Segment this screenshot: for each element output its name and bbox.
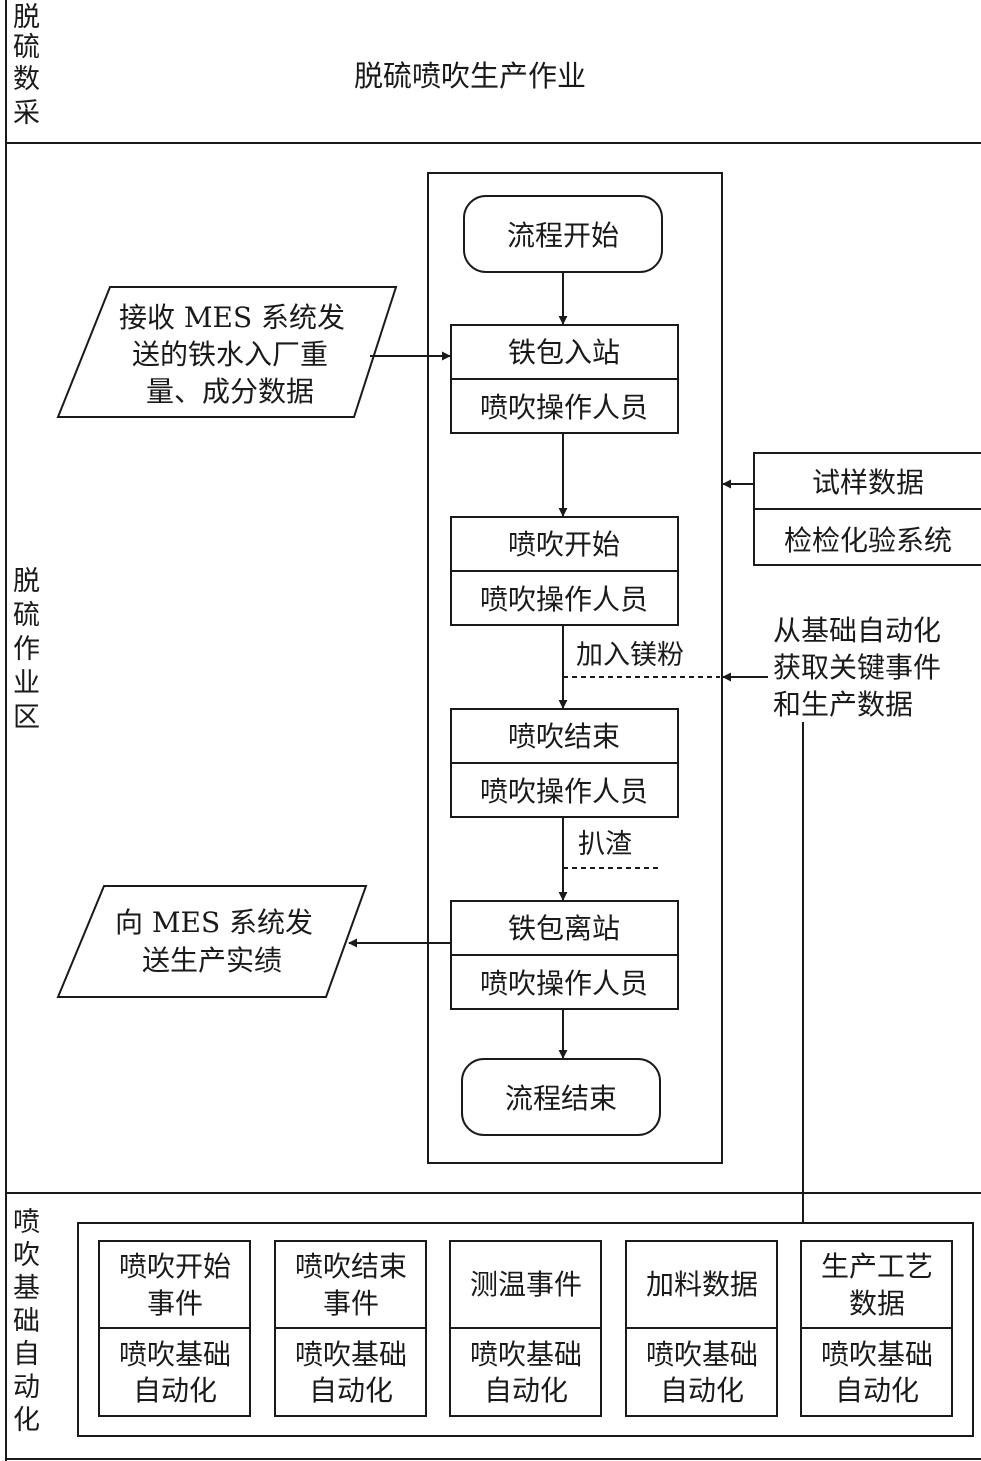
sample-data-box: 试样数据 检检化验系统 — [753, 452, 981, 566]
automation-item-source: 自动化 — [309, 1374, 393, 1407]
automation-item-title: 事件 — [147, 1287, 203, 1320]
lane-label-char: 采 — [13, 98, 40, 129]
lane-label-top: 脱 硫 数 采 — [13, 2, 40, 129]
lane-label-char: 础 — [13, 1306, 40, 1337]
mes-send-line: 向 MES 系统发 — [115, 906, 313, 939]
automation-item-source: 喷吹基础 — [646, 1338, 758, 1371]
lane-label-bottom: 喷 吹 基 础 自 动 化 — [13, 1207, 40, 1436]
lane-label-char: 数 — [13, 64, 40, 95]
lane-title: 脱硫喷吹生产作业 — [354, 59, 586, 93]
lane-label-char: 基 — [13, 1273, 40, 1304]
step-title: 喷吹开始 — [508, 528, 620, 561]
start-label: 流程开始 — [507, 219, 619, 252]
step-box-injection-start: 喷吹开始 喷吹操作人员 — [450, 516, 679, 626]
automation-item-source: 自动化 — [133, 1374, 217, 1407]
step-box-departure: 铁包离站 喷吹操作人员 — [450, 900, 679, 1010]
lane-label-char: 吹 — [13, 1240, 40, 1271]
sample-source: 检检化验系统 — [784, 524, 952, 557]
lane-label-char: 动 — [13, 1372, 40, 1403]
automation-item-temperature: 测温事件 喷吹基础 自动化 — [449, 1240, 602, 1417]
step-actor: 喷吹操作人员 — [480, 391, 648, 424]
mes-send-text: 向 MES 系统发 送生产实绩 — [115, 906, 313, 977]
mes-receive-text: 接收 MES 系统发 送的铁水入厂重 量、成分数据 — [119, 301, 345, 408]
automation-item-title: 喷吹结束 — [295, 1250, 407, 1283]
lane-label-char: 脱 — [13, 2, 40, 33]
mes-receive-data-shape — [56, 286, 398, 418]
automation-item-title: 测温事件 — [470, 1268, 582, 1301]
end-terminator — [461, 1058, 661, 1136]
lane-label-middle: 脱 硫 作 业 区 — [13, 566, 40, 733]
automation-container — [77, 1222, 974, 1437]
automation-item-source: 喷吹基础 — [295, 1338, 407, 1371]
lane-label-char: 作 — [13, 634, 40, 665]
note-add-magnesium: 加入镁粉 — [576, 640, 684, 671]
step-box-arrival: 铁包入站 喷吹操作人员 — [450, 324, 679, 434]
lane-label-char: 业 — [13, 668, 40, 699]
automation-item-source: 喷吹基础 — [821, 1338, 933, 1371]
mes-send-line: 送生产实绩 — [142, 944, 282, 977]
lane-label-char: 喷 — [13, 1207, 40, 1238]
automation-item-title: 生产工艺 — [821, 1250, 933, 1283]
automation-item-source: 自动化 — [660, 1374, 744, 1407]
sample-title: 试样数据 — [812, 466, 924, 499]
end-label: 流程结束 — [505, 1082, 617, 1115]
process-container — [427, 172, 723, 1164]
automation-item-source: 喷吹基础 — [470, 1338, 582, 1371]
automation-item-source: 喷吹基础 — [119, 1338, 231, 1371]
automation-item-title: 喷吹开始 — [119, 1250, 231, 1283]
mes-receive-line: 接收 MES 系统发 — [119, 301, 345, 334]
lane-label-char: 自 — [13, 1339, 40, 1370]
note-slag-removal: 扒渣 — [578, 829, 632, 860]
automation-fetch-line: 获取关键事件 — [773, 651, 941, 684]
automation-item-injection-end: 喷吹结束 事件 喷吹基础 自动化 — [274, 1240, 427, 1417]
automation-item-source: 自动化 — [835, 1374, 919, 1407]
step-box-injection-end: 喷吹结束 喷吹操作人员 — [450, 708, 679, 818]
step-title: 铁包入站 — [508, 336, 620, 369]
mes-receive-line: 送的铁水入厂重 — [132, 338, 328, 371]
automation-item-source: 自动化 — [484, 1374, 568, 1407]
mes-send-data-shape — [56, 885, 368, 998]
step-actor: 喷吹操作人员 — [480, 583, 648, 616]
lane-label-char: 脱 — [13, 566, 40, 597]
automation-fetch-line: 和生产数据 — [773, 688, 913, 721]
step-title: 喷吹结束 — [508, 720, 620, 753]
step-actor: 喷吹操作人员 — [480, 775, 648, 808]
lane-frame — [5, 0, 981, 1461]
automation-item-title: 数据 — [849, 1287, 905, 1320]
mes-receive-line: 量、成分数据 — [146, 375, 314, 408]
automation-fetch-line: 从基础自动化 — [773, 614, 941, 647]
step-title: 铁包离站 — [508, 912, 620, 945]
automation-item-charging: 加料数据 喷吹基础 自动化 — [625, 1240, 778, 1417]
lane-label-char: 硫 — [13, 32, 40, 63]
automation-item-injection-start: 喷吹开始 事件 喷吹基础 自动化 — [98, 1240, 251, 1417]
automation-item-title: 加料数据 — [646, 1268, 758, 1301]
automation-fetch-text: 从基础自动化 获取关键事件 和生产数据 — [773, 614, 941, 721]
lane-label-char: 硫 — [13, 600, 40, 631]
lane-label-char: 区 — [13, 702, 40, 733]
automation-item-process: 生产工艺 数据 喷吹基础 自动化 — [800, 1240, 953, 1417]
step-actor: 喷吹操作人员 — [480, 967, 648, 1000]
lane-label-char: 化 — [13, 1405, 40, 1436]
automation-item-title: 事件 — [323, 1287, 379, 1320]
